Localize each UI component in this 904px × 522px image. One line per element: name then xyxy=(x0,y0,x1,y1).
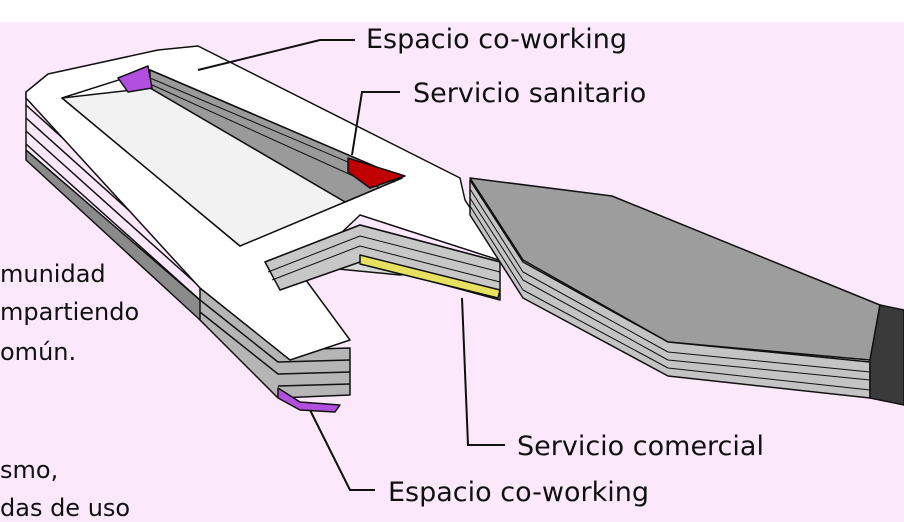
top-band xyxy=(0,0,904,22)
label-commercial: Servicio comercial xyxy=(517,431,764,462)
leader-coworking-bottom xyxy=(309,409,375,491)
coworking-bottom-block xyxy=(277,387,341,413)
side-text-line3: omún. xyxy=(0,338,77,366)
leader-commercial xyxy=(461,297,505,446)
right-floor-lines xyxy=(469,188,871,391)
right-end-dark xyxy=(869,304,904,406)
right-building xyxy=(469,177,904,406)
leader-coworking-top xyxy=(197,39,355,71)
side-text-line2: mpartiendo xyxy=(0,298,140,326)
coworking-top-block xyxy=(117,65,153,93)
leader-lines xyxy=(197,39,505,491)
leader-sanitary xyxy=(351,91,400,156)
label-coworking-top: Espacio co-working xyxy=(366,24,627,55)
mid-wing-lines xyxy=(267,235,501,283)
commercial-band xyxy=(359,254,501,299)
label-coworking-bottom: Espacio co-working xyxy=(388,477,649,508)
side-text-line5: das de uso xyxy=(0,494,131,522)
courtyard-floor xyxy=(61,87,346,247)
label-sanitary: Servicio sanitario xyxy=(413,78,647,109)
front-tip-lines xyxy=(199,299,351,387)
side-text-line4: smo, xyxy=(0,456,59,484)
side-text-line1: munidad xyxy=(0,260,106,288)
left-building xyxy=(25,45,506,413)
sanitary-block xyxy=(347,157,406,189)
